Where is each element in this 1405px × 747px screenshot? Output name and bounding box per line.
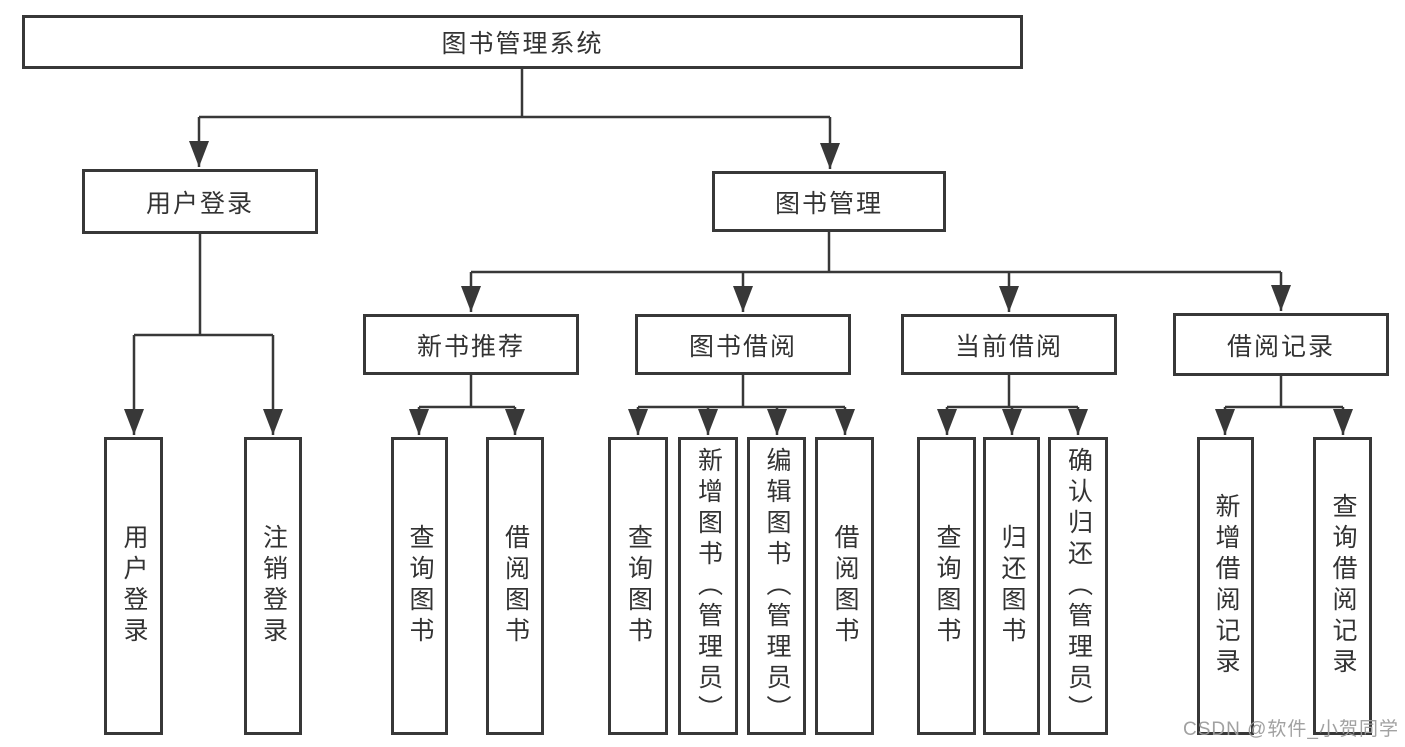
leaf-br-add-record-label: 新增借阅记录 <box>1212 493 1240 679</box>
node-book-borrowing-label: 图书借阅 <box>688 332 797 361</box>
leaf-bb-query-books-label: 查询图书 <box>624 524 653 648</box>
leaf-cb-confirm-return-admin-label: 确认归还（管理员） <box>1064 446 1093 726</box>
leaf-logout-label: 注销登录 <box>259 524 288 648</box>
node-new-book-recommendation: 新书推荐 <box>363 314 579 375</box>
leaf-cb-return-books-label: 归还图书 <box>998 524 1026 648</box>
node-root-label: 图书管理系统 <box>441 30 604 58</box>
node-book-management: 图书管理 <box>712 171 946 232</box>
leaf-user-login: 用户登录 <box>104 437 163 735</box>
leaf-nbr-borrow-books-label: 借阅图书 <box>501 524 530 648</box>
leaf-user-login-label: 用户登录 <box>120 524 148 648</box>
leaf-nbr-query-books: 查询图书 <box>391 437 448 735</box>
leaf-bb-edit-book-admin: 编辑图书（管理员） <box>747 437 806 735</box>
leaf-br-query-record: 查询借阅记录 <box>1313 437 1372 735</box>
leaf-bb-borrow-books: 借阅图书 <box>815 437 874 735</box>
node-user-login: 用户登录 <box>82 169 318 234</box>
leaf-bb-edit-book-admin-label: 编辑图书（管理员） <box>763 446 791 726</box>
leaf-br-query-record-label: 查询借阅记录 <box>1329 493 1357 679</box>
leaf-cb-query-books-label: 查询图书 <box>933 524 961 648</box>
node-current-borrowing-label: 当前借阅 <box>954 332 1063 361</box>
leaf-cb-query-books: 查询图书 <box>917 437 976 735</box>
leaf-logout: 注销登录 <box>244 437 302 735</box>
leaf-nbr-query-books-label: 查询图书 <box>406 524 434 648</box>
node-new-book-recommendation-label: 新书推荐 <box>416 332 525 361</box>
node-book-management-label: 图书管理 <box>774 189 883 218</box>
node-borrowing-records-label: 借阅记录 <box>1226 332 1335 361</box>
leaf-cb-confirm-return-admin: 确认归还（管理员） <box>1048 437 1108 735</box>
csdn-watermark: CSDN @软件_小贺同学 <box>1183 719 1399 740</box>
node-current-borrowing: 当前借阅 <box>901 314 1117 375</box>
leaf-bb-add-book-admin: 新增图书（管理员） <box>678 437 738 735</box>
leaf-nbr-borrow-books: 借阅图书 <box>486 437 544 735</box>
leaf-bb-borrow-books-label: 借阅图书 <box>831 524 859 648</box>
node-root: 图书管理系统 <box>22 15 1023 69</box>
node-borrowing-records: 借阅记录 <box>1173 313 1389 376</box>
leaf-br-add-record: 新增借阅记录 <box>1197 437 1254 735</box>
node-book-borrowing: 图书借阅 <box>635 314 851 375</box>
leaf-bb-query-books: 查询图书 <box>608 437 668 735</box>
leaf-cb-return-books: 归还图书 <box>983 437 1040 735</box>
node-user-login-label: 用户登录 <box>145 189 254 218</box>
leaf-bb-add-book-admin-label: 新增图书（管理员） <box>694 446 723 726</box>
